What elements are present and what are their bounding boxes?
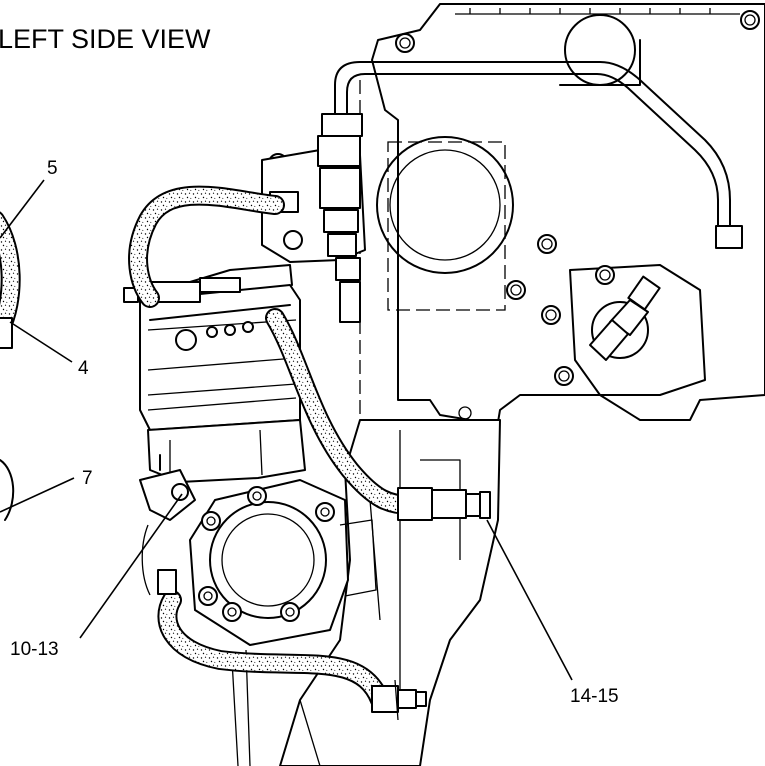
fuel-valve-stack: [261, 135, 366, 323]
callout-4: 4: [78, 358, 89, 379]
fuel-filter: [147, 419, 306, 483]
callout-10-13: 10-13: [10, 639, 59, 660]
lower-fitting: [371, 679, 427, 721]
leader-10-13: [79, 493, 183, 639]
callout-5: 5: [47, 158, 58, 179]
filter-head-ports: [175, 321, 254, 351]
fitting-14-15: [397, 487, 491, 521]
view-title: LEFT SIDE VIEW: [0, 24, 211, 54]
callout-7: 7: [82, 468, 93, 489]
pump-bolts: [198, 486, 335, 622]
right-bracket-fitting: [589, 275, 661, 361]
priming-pump: [189, 479, 377, 646]
left-partial-component: [0, 317, 15, 521]
callout-leaders: [0, 179, 573, 681]
fuel-tube: [321, 61, 743, 249]
leader-7: [0, 477, 75, 513]
callout-14-15: 14-15: [570, 686, 619, 707]
leader-14-15: [486, 519, 573, 681]
leader-4: [9, 321, 73, 363]
bracket-10-13: [139, 454, 196, 596]
leader-5: [0, 179, 45, 239]
